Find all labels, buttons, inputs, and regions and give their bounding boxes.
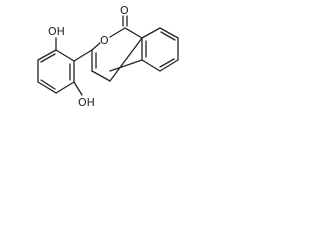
hydroxyl-top-label: OH [48,25,65,38]
bond-c3-phenyl [73,49,93,62]
bond-c8-c7 [159,27,179,39]
carbonyl-oxygen-label: O [120,4,129,17]
bond-c5-c4a2 [141,59,161,72]
bond-p2-p3 [37,49,57,61]
ring-oxygen-label: O [100,34,109,47]
bond-p-inner-b [40,79,56,90]
bond-c6-c5 [159,59,179,72]
bond-lines [37,15,179,96]
bond-p5-p6 [55,81,75,94]
bond-inner-a [160,31,176,41]
bond-c1-c8a [124,27,143,39]
bond-oh-bottom [73,81,83,96]
bond-c1-o2 [109,27,126,38]
bond-c4-c4a [91,70,111,82]
bond-inner-b [159,58,175,68]
bond-p-inner-a [40,53,56,63]
bond-c4a-c8a [109,37,143,82]
bond-p1-p2 [55,49,75,62]
bond-c8a-c8 [141,27,161,39]
bond-c4-c4a2 [109,59,143,72]
hydroxyl-bottom-label: OH [78,96,95,109]
bond-p4-p5 [37,81,57,94]
atom-labels: O O OH OH [48,4,129,109]
bond-o2-c3 [91,42,101,51]
chemical-structure-diagram: O O OH OH [37,4,179,109]
